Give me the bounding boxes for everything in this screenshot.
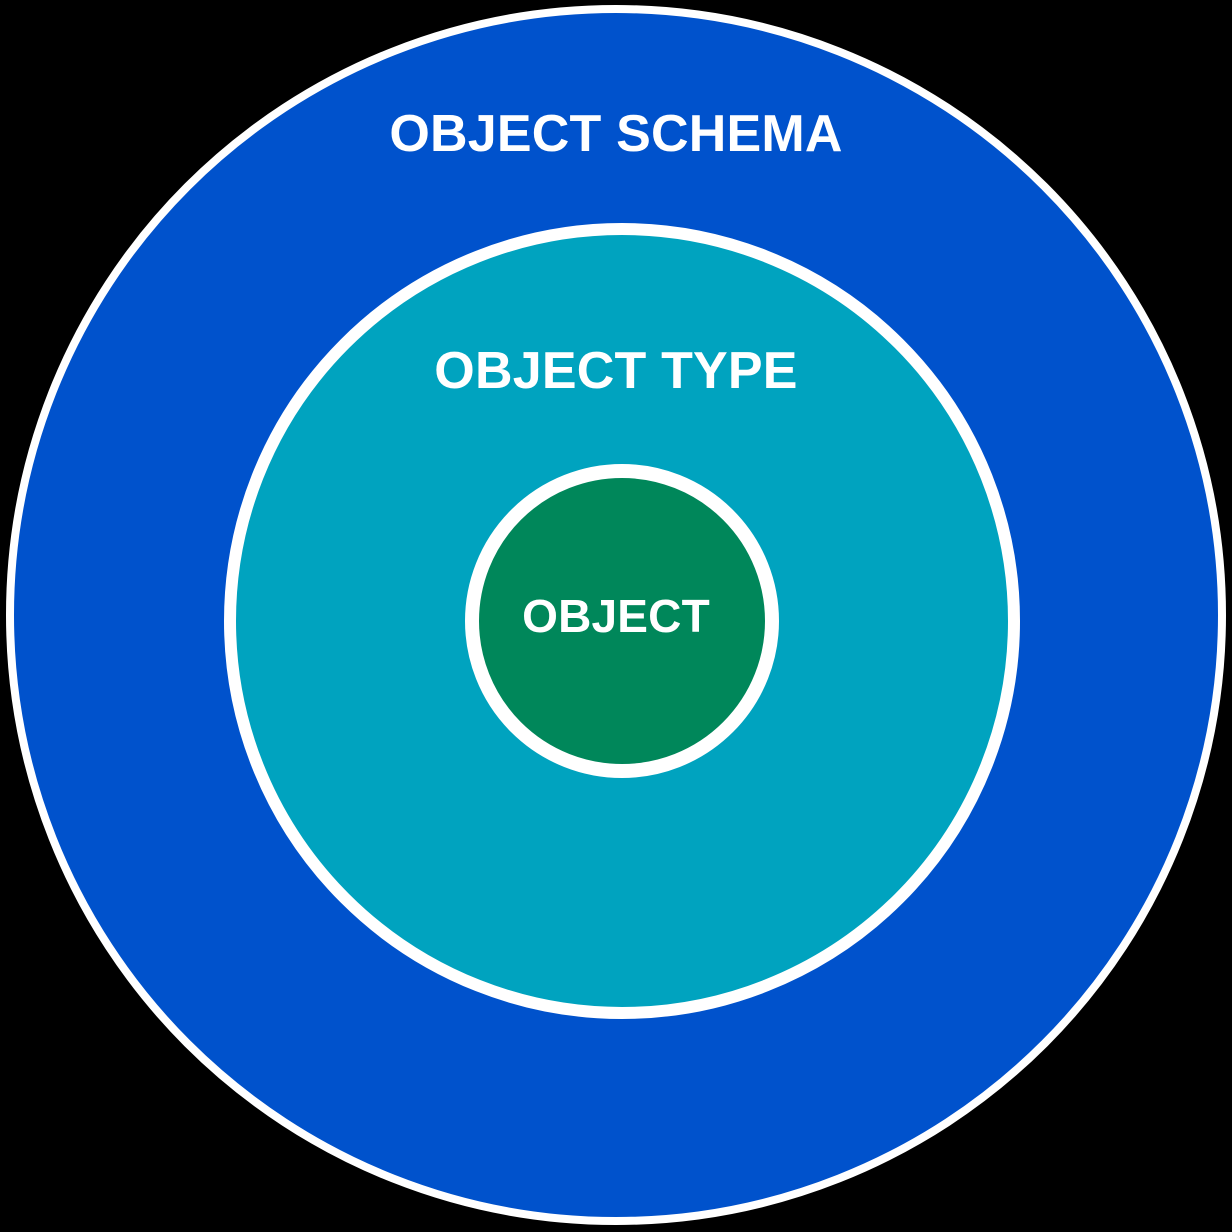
circle-object-schema[interactable] [6, 5, 1226, 1225]
label-object-type: OBJECT TYPE [434, 342, 798, 400]
label-object-schema: OBJECT SCHEMA [389, 105, 843, 163]
label-object: OBJECT [522, 590, 710, 642]
